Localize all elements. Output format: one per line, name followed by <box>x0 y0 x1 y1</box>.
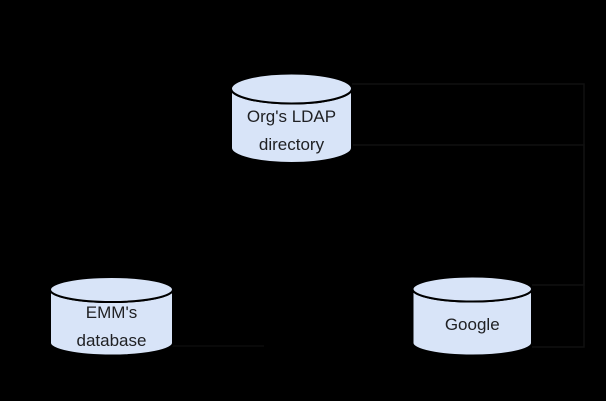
google-cylinder-top <box>411 275 533 303</box>
emm-label-line2: database <box>77 331 147 350</box>
ldap-cylinder-top <box>230 72 353 105</box>
node-emms-database: EMM's database <box>49 276 174 357</box>
google-label-line1: Google <box>445 315 500 334</box>
emm-cylinder-top <box>49 276 174 303</box>
ldap-label-line1: Org's LDAP <box>247 107 336 126</box>
emm-label-line1: EMM's <box>86 303 137 322</box>
node-orgs-ldap-directory: Org's LDAP directory <box>230 72 353 164</box>
connector-ldap-google-lower <box>352 144 585 348</box>
ldap-label-line2: directory <box>259 135 325 154</box>
node-google: Google <box>411 275 533 357</box>
connector-ldap-google-upper <box>352 83 585 286</box>
